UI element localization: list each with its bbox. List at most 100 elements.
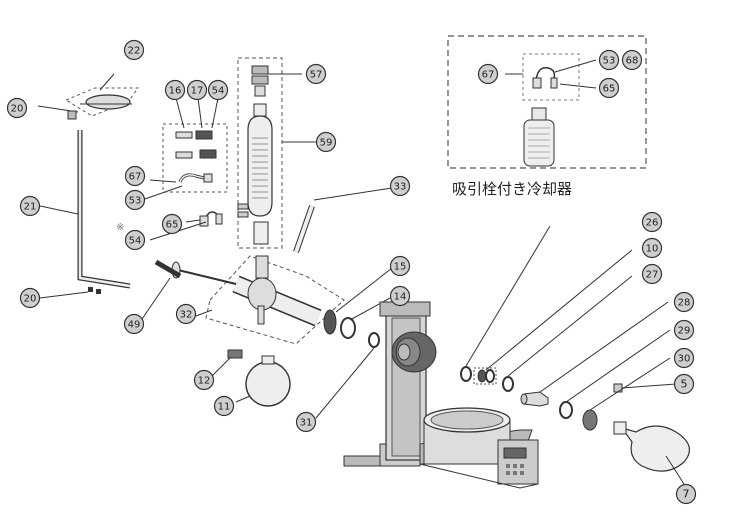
callout-number: 49 [128,320,141,331]
vapor-tube [293,187,393,253]
callout-c65a: 65 [598,77,620,99]
callout-number: 54 [129,236,142,247]
callout-circle [389,255,411,277]
callout-circle [19,287,41,309]
callout-circle [295,411,317,433]
callout-number: 10 [646,244,659,255]
callout-number: 22 [128,46,141,57]
callout-circle [124,189,146,211]
callout-number: 67 [129,172,142,183]
callout-c14: 14 [389,285,411,307]
callout-circle [673,347,695,369]
callout-number: 17 [191,86,204,97]
callout-number: 28 [678,298,691,309]
stand-rod-assembly [37,73,139,299]
callout-circle [641,263,663,285]
callout-number: 54 [212,86,225,97]
callout-c30: 30 [673,347,695,369]
callout-number: 33 [394,182,407,193]
callout-c15: 15 [389,255,411,277]
callout-c68: 68 [621,49,643,71]
callout-circle [124,165,146,187]
callout-number: 7 [683,488,690,501]
callout-circle [164,79,186,101]
callout-circle [193,369,215,391]
callout-number: 5 [681,378,688,391]
callout-circle [315,131,337,153]
callout-number: 29 [678,326,691,337]
right-parts [460,225,691,485]
callout-circle [673,291,695,313]
callout-number: 21 [24,202,37,213]
callout-number: 32 [180,310,193,321]
callout-number: 53 [129,196,142,207]
callout-circle [305,63,327,85]
callout-c10: 10 [641,237,663,259]
callout-circle [389,285,411,307]
callout-number: 53 [603,56,616,67]
callout-c11: 11 [213,395,235,417]
callout-number: 26 [646,218,659,229]
callout-c16: 16 [164,79,186,101]
callout-number: 57 [310,70,323,81]
callout-number: 30 [678,354,691,365]
callout-c20a: 20 [6,97,28,119]
callout-number: 20 [11,104,24,115]
callout-number: 11 [218,402,231,413]
callout-c49: 49 [123,313,145,335]
callout-circle [207,79,229,101]
callout-c67a: 67 [477,63,499,85]
callout-number: 68 [626,56,639,67]
callout-circle [477,63,499,85]
callout-circle [161,213,183,235]
callout-number: 14 [394,292,407,303]
callout-c31: 31 [295,411,317,433]
callout-circle [621,49,643,71]
callout-c26: 26 [641,211,663,233]
callout-c54b: 54 [124,229,146,251]
callout-circle [598,49,620,71]
callout-c54a: 54 [207,79,229,101]
callout-c20b: 20 [19,287,41,309]
callout-number: 16 [169,86,182,97]
callout-circle [6,97,28,119]
callout-c29: 29 [673,319,695,341]
callout-c28: 28 [673,291,695,313]
callout-number: 65 [603,84,616,95]
callout-c67b: 67 [124,165,146,187]
inset-box [447,35,647,169]
callout-number: 15 [394,262,407,273]
condenser [237,57,318,249]
callout-number: 27 [646,270,659,281]
callout-number: 59 [320,138,333,149]
callout-circle [598,77,620,99]
callout-circle [673,319,695,341]
callout-c33: 33 [389,175,411,197]
callout-c65b: 65 [161,213,183,235]
callout-circle [641,211,663,233]
callout-c12: 12 [193,369,215,391]
callout-c22: 22 [123,39,145,61]
callout-circle [213,395,235,417]
inset-caption: 吸引栓付き冷却器 [452,180,573,198]
callout-number: 12 [198,376,211,387]
callout-c17: 17 [186,79,208,101]
callout-number: 67 [482,70,495,81]
callout-c7: 7 [675,483,697,505]
callout-circle [389,175,411,197]
callout-c21: 21 [19,195,41,217]
callout-circle [19,195,41,217]
callout-circle [673,373,695,395]
callout-c57: 57 [305,63,327,85]
callout-circle [186,79,208,101]
callout-c27: 27 [641,263,663,285]
callout-circle [641,237,663,259]
svg-text:※: ※ [116,222,124,233]
callout-circle [124,229,146,251]
callout-c59: 59 [315,131,337,153]
callout-c32: 32 [175,303,197,325]
callout-number: 31 [300,418,313,429]
